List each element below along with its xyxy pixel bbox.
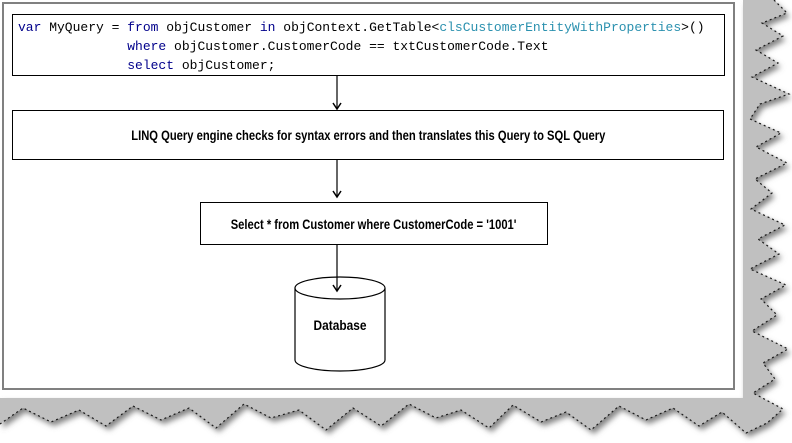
linq-code: var MyQuery = from objCustomer in objCon… [13, 15, 724, 75]
engine-box-label: LINQ Query engine checks for syntax erro… [130, 127, 606, 143]
code-line: where objCustomer.CustomerCode == txtCus… [127, 39, 549, 54]
code-line: var MyQuery = from objCustomer in objCon… [18, 20, 705, 35]
sql-box-label: Select * from Customer where CustomerCod… [231, 215, 517, 232]
linq-code-box: var MyQuery = from objCustomer in objCon… [12, 14, 725, 76]
database-label: Database [313, 317, 367, 333]
code-line: select objCustomer; [127, 58, 276, 73]
engine-box: LINQ Query engine checks for syntax erro… [12, 110, 724, 160]
sql-box: Select * from Customer where CustomerCod… [200, 202, 548, 245]
